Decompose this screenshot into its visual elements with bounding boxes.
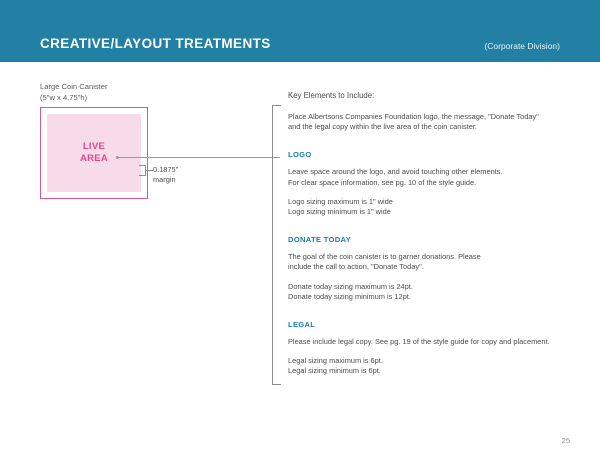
section-donate-today: DONATE TODAY The goal of the coin canist… xyxy=(288,235,588,302)
section-body-logo: Leave space around the logo, and avoid t… xyxy=(288,167,503,187)
page-title: CREATIVE/LAYOUT TREATMENTS xyxy=(40,36,271,51)
margin-bracket-icon xyxy=(139,165,146,176)
section-logo: LOGO Leave space around the logo, and av… xyxy=(288,150,588,217)
section-sizing-logo: Logo sizing maximum is 1" wide Logo sizi… xyxy=(288,196,393,217)
section-title-logo: LOGO xyxy=(288,150,312,160)
intro-paragraph: Place Albertsons Companies Foundation lo… xyxy=(288,112,539,132)
section-body-donate-today: The goal of the coin canister is to garn… xyxy=(288,252,481,272)
content-bracket xyxy=(272,105,281,385)
live-area-fill: LIVE AREA xyxy=(47,114,141,192)
division-label: (Corporate Division) xyxy=(484,41,560,51)
margin-tick xyxy=(146,170,153,171)
live-area-label: LIVE AREA xyxy=(79,141,109,164)
section-legal: LEGAL Please include legal copy. See pg.… xyxy=(288,320,588,377)
section-title-legal: LEGAL xyxy=(288,320,316,330)
section-body-legal: Please include legal copy. See pg. 19 of… xyxy=(288,337,550,347)
margin-label: 0.1875" margin xyxy=(153,165,179,184)
section-sizing-legal: Legal sizing maximum is 6pt. Legal sizin… xyxy=(288,356,383,376)
coin-canister-diagram: LIVE AREA xyxy=(40,107,148,199)
content-column: Place Albertsons Companies Foundation lo… xyxy=(288,112,588,395)
section-sizing-donate-today: Donate today sizing maximum is 24pt. Don… xyxy=(288,281,413,301)
page-number: 25 xyxy=(561,436,570,445)
canister-caption: Large Coin Canister (5"w x 4.75"h) xyxy=(40,82,108,102)
key-elements-heading: Key Elements to Include: xyxy=(288,91,375,100)
leader-line xyxy=(119,157,280,158)
header-bar xyxy=(0,0,600,62)
section-title-donate-today: DONATE TODAY xyxy=(288,235,351,245)
leader-dot xyxy=(116,156,119,159)
